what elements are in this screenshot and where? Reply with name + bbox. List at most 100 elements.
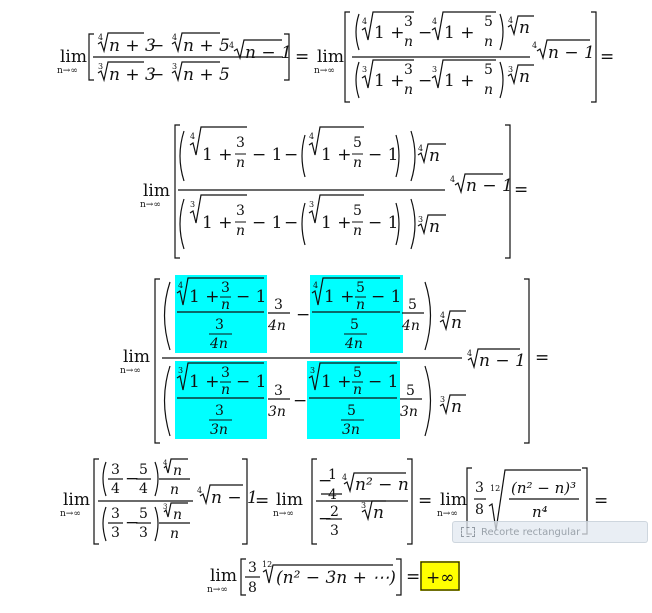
radical [454,173,503,195]
operator: − [293,391,307,411]
numerator: 3 [236,203,245,219]
operator: − [418,23,432,43]
result-value: +∞ [426,568,454,588]
equation-text: lim n→∞ 4 n + 3 − 4 n + 5 3 n + 3 − 3 n … [57,14,614,596]
numerator: 3 [475,480,484,496]
radical [262,564,393,584]
lim-subscript: n→∞ [207,585,228,595]
equals-sign: = [295,47,309,67]
radical [361,59,414,89]
bracket-right [242,458,248,545]
radical [233,39,282,61]
paren [410,130,416,182]
highlight-box [307,361,400,439]
paren [163,281,171,351]
bracket-right [505,124,511,259]
numerator: 5 [350,317,359,333]
denominator: 4 [139,481,148,497]
root-index: 4 [432,17,437,26]
paren [154,461,159,497]
operator: − 1 [236,372,266,392]
result-box [420,561,460,591]
radical [163,502,188,518]
equals-sign: = [514,180,528,200]
root-index: 4 [229,41,234,50]
denominator: n⁴ [532,503,548,521]
lim-label: lim [123,347,150,367]
operator: − [284,145,298,165]
root-index: 3 [178,366,183,375]
operator: − 1 [252,213,282,233]
numerator: 5 [484,14,493,30]
radical [163,458,188,474]
root-index: 4 [309,132,314,141]
radicand: n − 1 [548,43,595,63]
root-index: 3 [418,215,423,224]
radicand: n [451,313,462,333]
bracket-left [93,458,99,545]
numerator: 5 [408,297,417,313]
radical [417,143,446,165]
radicand: n − 1 [479,351,526,371]
numerator: 5 [347,403,356,419]
numerator: 3 [236,135,245,151]
radical [507,15,534,37]
radicand: 1 + [189,287,219,307]
root-index: 4 [532,41,537,50]
radical [431,59,496,89]
paren [179,130,185,182]
denominator: 4n [344,336,363,352]
denominator: n [353,382,362,398]
radicand: n + 3 [109,65,156,85]
radical [343,472,406,494]
numerator: 5 [139,462,148,478]
radical [467,348,520,370]
denominator: 3 [139,525,148,541]
lim-subscript: n→∞ [120,366,141,376]
numerator: 3 [221,365,230,381]
bracket-left [311,458,317,545]
radical [176,277,264,306]
equals-sign: = [535,348,549,368]
operator: − [125,513,139,533]
radicand: n − 1 [245,43,292,63]
numerator: 5 [353,365,362,381]
lim-label: lim [63,490,90,510]
denominator: n [404,34,413,50]
root-index: 4 [190,132,195,141]
operator: − [150,65,164,85]
root-index: 3 [361,501,366,510]
radical [97,61,144,83]
root-index: 3 [440,395,445,404]
radicand: n [373,503,384,523]
denominator: 4n [209,336,228,352]
radical [308,126,364,156]
paren [424,365,432,437]
paren [102,461,107,497]
numerator: 5 [353,135,362,151]
radicand: 1 + [321,372,351,392]
lim-label: lim [276,490,303,510]
radical [311,277,400,306]
snip-tooltip-label: Recorte rectangular [481,526,581,538]
denominator: 3 [111,525,120,541]
paren [355,61,360,99]
denominator: 3n [268,404,286,420]
denominator: n [356,297,365,313]
denominator: 3n [342,422,360,438]
radicand: n + 5 [183,36,230,56]
radicand: n [451,397,462,417]
denominator: n [484,82,493,98]
numerator: 5 [139,506,148,522]
radicand: 1 + [374,71,404,91]
numerator: 5 [406,383,415,399]
bracket-right [524,278,530,444]
lim-subscript: n→∞ [273,509,294,519]
radicand: 1 + [374,23,404,43]
radical [439,394,466,416]
numerator: 3 [111,506,120,522]
paren [301,134,306,178]
lim-subscript: n→∞ [314,66,335,76]
root-index: 4 [197,486,202,495]
